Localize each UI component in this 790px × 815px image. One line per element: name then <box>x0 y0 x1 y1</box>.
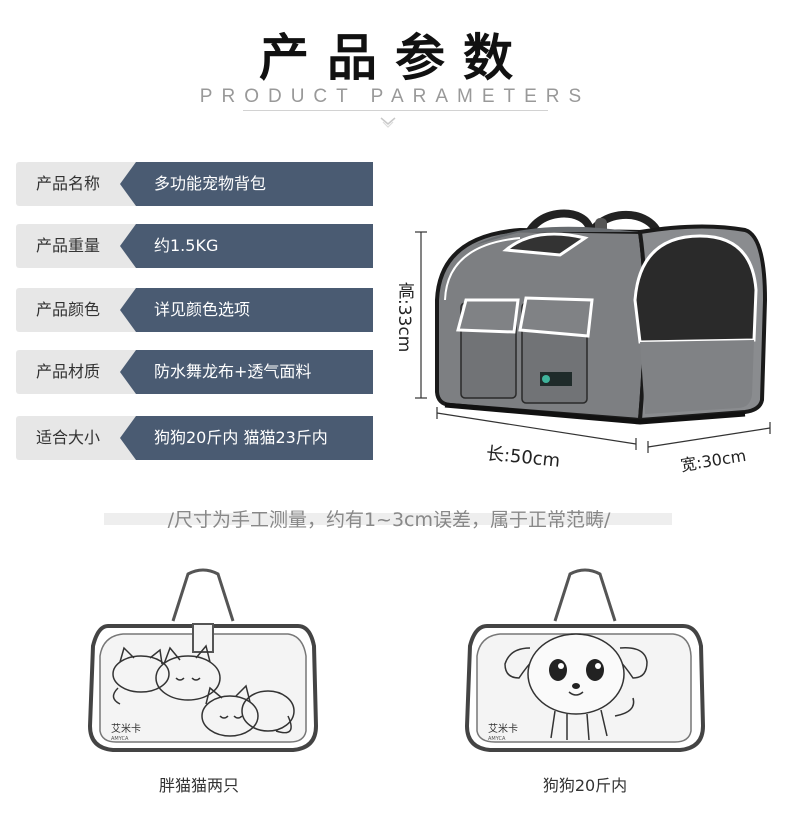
param-value: 防水舞龙布+透气面料 <box>120 350 373 394</box>
measurement-note: /尺寸为手工测量，约有1~3cm误差，属于正常范畴/ <box>167 509 611 531</box>
param-value: 多功能宠物背包 <box>120 162 373 206</box>
dimension-height: 高:33cm <box>394 282 414 353</box>
note-highlight <box>104 513 672 525</box>
chevron-down-icon <box>380 117 396 128</box>
brand-logo-cn: 艾米卡 <box>111 722 141 735</box>
pet-carrier-bag-image <box>415 209 771 453</box>
subtitle-divider <box>243 110 548 111</box>
brand-logo-en: AMYCA <box>111 736 129 742</box>
page-title: 产品参数 <box>259 29 531 87</box>
param-label: 适合大小 <box>16 416 136 460</box>
illustration-caption-cats: 胖猫猫两只 <box>158 776 239 795</box>
param-label: 产品名称 <box>16 162 136 206</box>
dog-in-bag-illustration: 艾米卡 AMYCA <box>464 568 706 752</box>
param-row-size: 适合大小 狗狗20斤内 猫猫23斤内 <box>16 416 373 460</box>
page-subtitle: PRODUCT PARAMETERS <box>199 86 591 107</box>
param-value: 详见颜色选项 <box>120 288 373 332</box>
illustration-caption-dog: 狗狗20斤内 <box>542 776 628 795</box>
param-row-material: 产品材质 防水舞龙布+透气面料 <box>16 350 373 394</box>
brand-logo-cn: 艾米卡 <box>488 722 518 735</box>
param-label: 产品颜色 <box>16 288 136 332</box>
param-value: 约1.5KG <box>120 224 373 268</box>
param-row-name: 产品名称 多功能宠物背包 <box>16 162 373 206</box>
cats-in-bag-illustration: 艾米卡 AMYCA <box>87 568 319 752</box>
param-row-color: 产品颜色 详见颜色选项 <box>16 288 373 332</box>
brand-logo-en: AMYCA <box>488 736 506 742</box>
param-value: 狗狗20斤内 猫猫23斤内 <box>120 416 373 460</box>
param-label: 产品材质 <box>16 350 136 394</box>
param-label: 产品重量 <box>16 224 136 268</box>
param-row-weight: 产品重量 约1.5KG <box>16 224 373 268</box>
